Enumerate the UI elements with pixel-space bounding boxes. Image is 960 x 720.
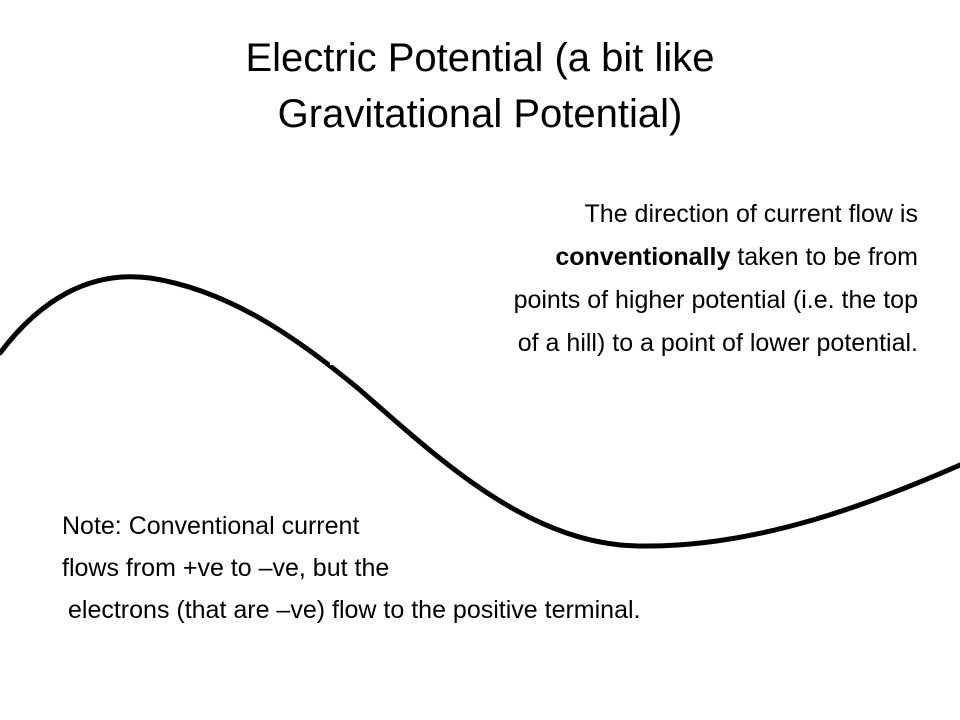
explanation-line-3: points of higher potential (i.e. the top xyxy=(513,286,918,314)
slide-title: Electric Potential (a bit like Gravitati… xyxy=(120,30,840,142)
explanation-line-2-rest: taken to be from xyxy=(730,243,918,271)
explanation-line-1: The direction of current flow is xyxy=(584,200,918,228)
title-line-1: Electric Potential (a bit like xyxy=(245,36,715,80)
explanation-line-2: conventionally taken to be from xyxy=(330,236,918,279)
conventional-current-note: Note: Conventional current flows from +v… xyxy=(62,505,892,631)
note-line-2: flows from +ve to –ve, but the xyxy=(62,554,390,582)
title-line-2: Gravitational Potential) xyxy=(277,92,683,136)
hill-valley-line xyxy=(0,274,960,549)
emphasis-conventionally: conventionally xyxy=(555,243,731,271)
current-direction-explanation: The direction of current flow is convent… xyxy=(330,193,918,365)
note-line-1: Note: Conventional current xyxy=(62,512,360,540)
note-line-3: electrons (that are –ve) flow to the pos… xyxy=(68,596,641,624)
explanation-line-4: of a hill) to a point of lower potential… xyxy=(517,329,918,357)
